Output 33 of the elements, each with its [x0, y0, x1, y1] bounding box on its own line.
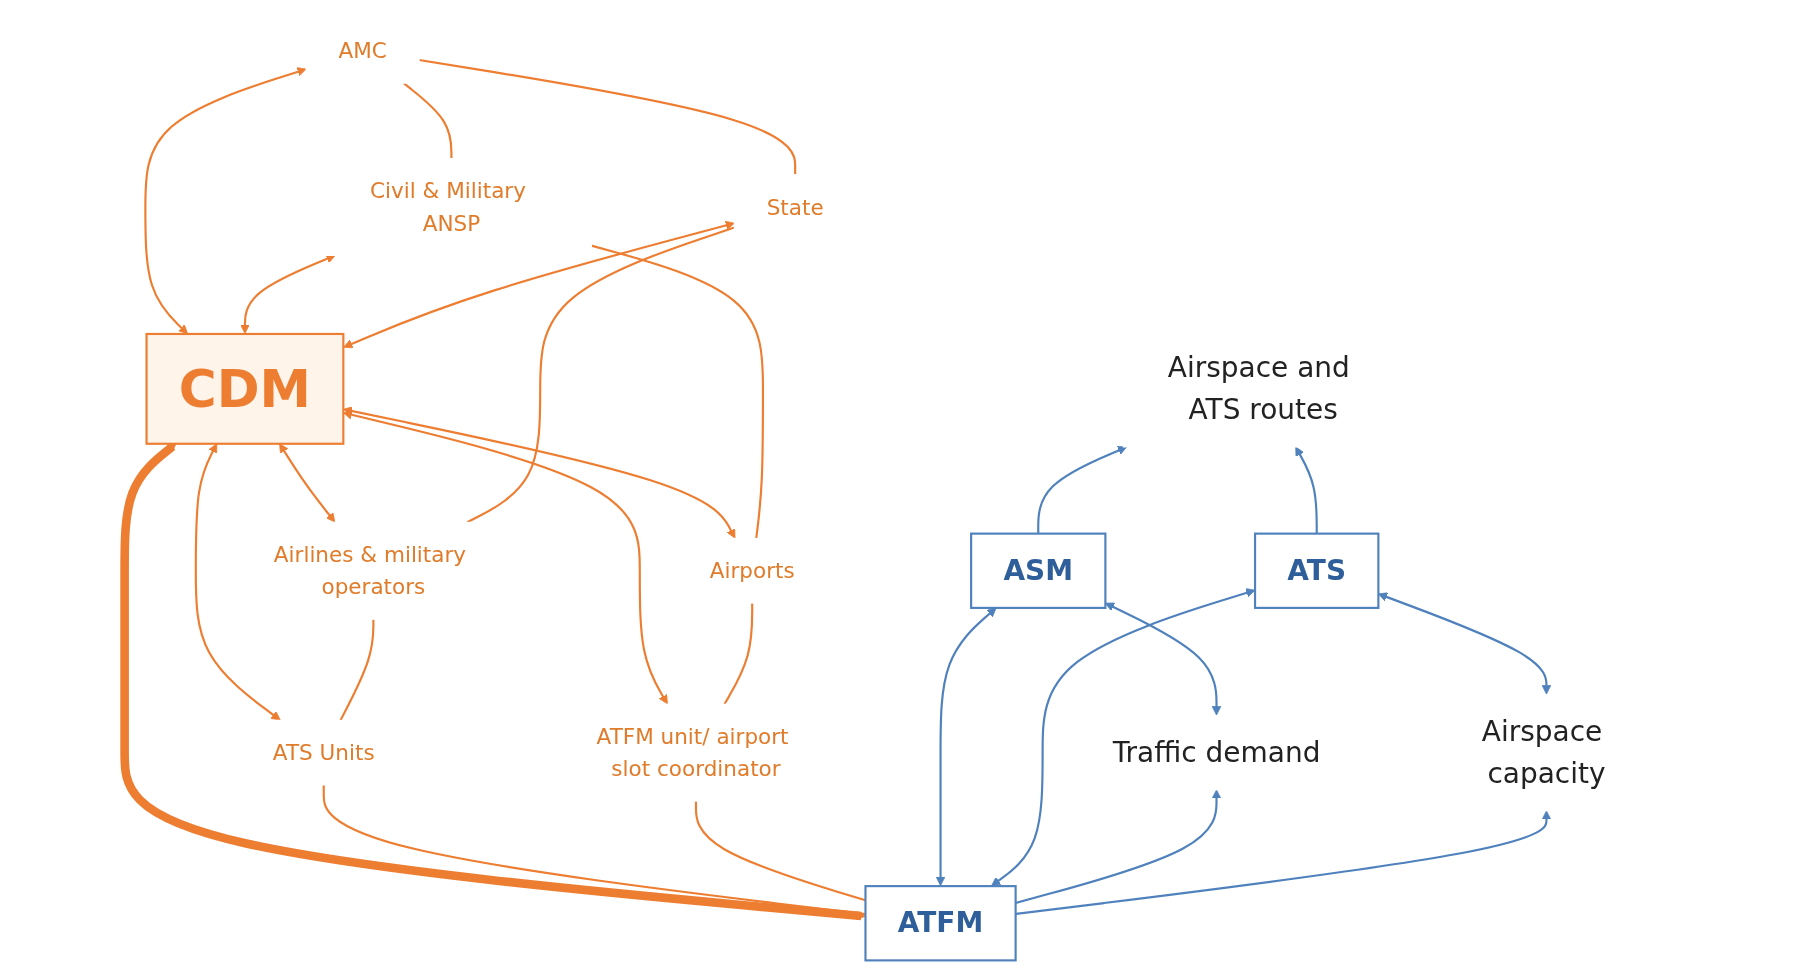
arrow: [279, 443, 336, 523]
node-text: State: [766, 194, 824, 220]
connector: [339, 619, 375, 721]
connector: [466, 226, 735, 524]
node-text: Airlines & military operators: [273, 541, 467, 600]
arrow: [343, 220, 735, 349]
arrow: [991, 588, 1256, 887]
arrow: [240, 254, 336, 334]
arrow: [1015, 810, 1552, 916]
arrow: [1104, 602, 1222, 716]
node-text: Civil & Military ANSP: [370, 177, 526, 237]
node-text: ATS Units: [272, 739, 375, 766]
arrow: [1037, 445, 1128, 534]
node-text: ATFM unit/ airport slot coordinator: [596, 723, 789, 782]
arrow: [1295, 446, 1318, 534]
arrow: [935, 607, 997, 887]
connector: [591, 244, 765, 539]
node-box: ASM: [970, 532, 1107, 609]
node-box: CDM: [145, 332, 345, 445]
connector: [723, 603, 754, 705]
node-box: ATS: [1253, 532, 1380, 609]
node-text: AMC: [338, 37, 387, 64]
connector: [694, 801, 866, 902]
connector: [402, 82, 453, 159]
node-box: ATFM: [864, 885, 1017, 962]
node-text: Airspace capacity: [1481, 714, 1606, 790]
node-text: Airports: [709, 557, 795, 584]
arrow: [194, 443, 281, 721]
connector: [322, 784, 866, 916]
node-text: Traffic demand: [1112, 735, 1321, 769]
node-text: Airspace and ATS routes: [1167, 351, 1350, 426]
arrow: [120, 443, 866, 921]
arrow: [1015, 789, 1222, 904]
